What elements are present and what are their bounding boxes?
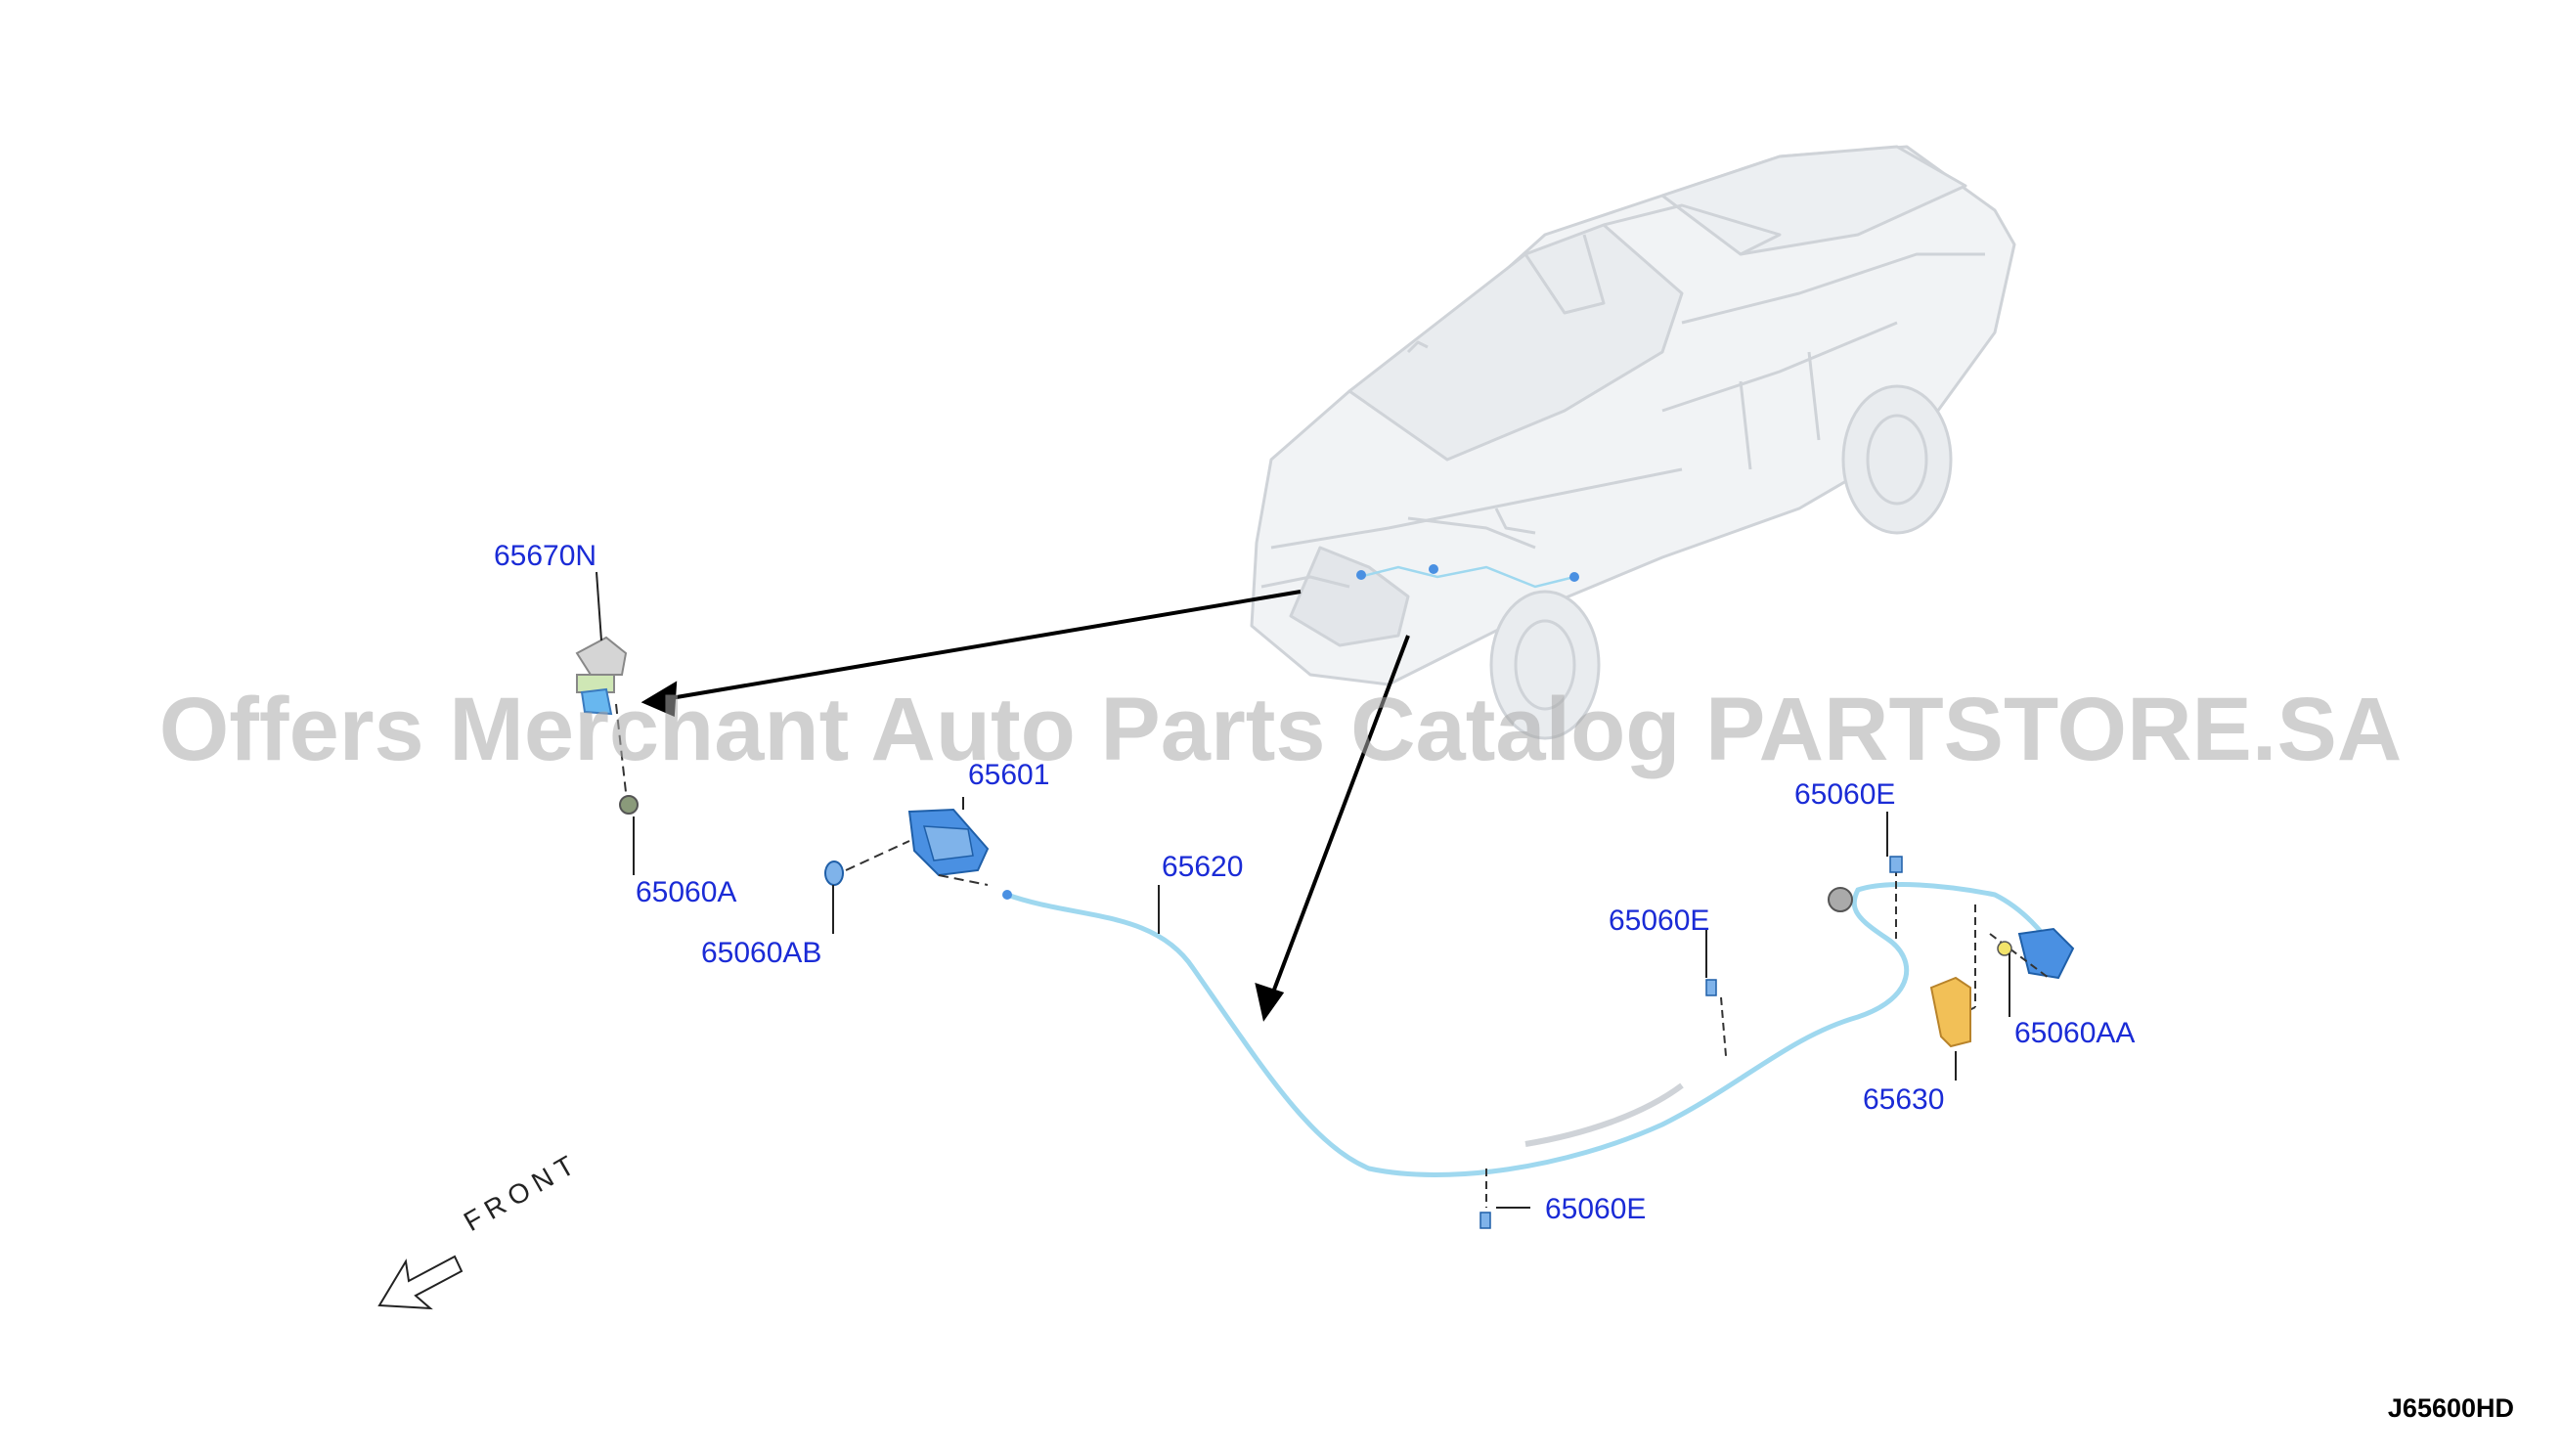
leader-lines xyxy=(596,571,2010,1209)
part-label-65670N[interactable]: 65670N xyxy=(494,540,597,572)
part-label-65630[interactable]: 65630 xyxy=(1863,1083,1945,1116)
hood-release-cable xyxy=(1002,856,2056,1229)
part-label-65060E-mid[interactable]: 65060E xyxy=(1609,904,1710,937)
front-arrow-icon xyxy=(377,1255,464,1310)
part-label-65060A[interactable]: 65060A xyxy=(636,876,737,908)
release-lever-assembly xyxy=(1828,887,2075,1018)
hood-latch-assembly xyxy=(824,808,990,886)
part-label-65060E-bottom[interactable]: 65060E xyxy=(1545,1193,1647,1225)
part-label-65601[interactable]: 65601 xyxy=(968,759,1050,791)
hood-lock-assembly xyxy=(575,636,639,815)
release-handle xyxy=(1929,976,1971,1048)
part-label-65060AB[interactable]: 65060AB xyxy=(701,937,822,969)
part-label-65060AA[interactable]: 65060AA xyxy=(2014,1017,2136,1049)
part-label-65620[interactable]: 65620 xyxy=(1162,851,1244,883)
part-label-65060E-top[interactable]: 65060E xyxy=(1794,778,1896,811)
callout-arrows xyxy=(640,590,1410,1022)
vehicle-cable-route xyxy=(1356,564,1579,589)
vehicle-outline xyxy=(1250,145,2016,740)
diagram-id: J65600HD xyxy=(2387,1393,2514,1423)
